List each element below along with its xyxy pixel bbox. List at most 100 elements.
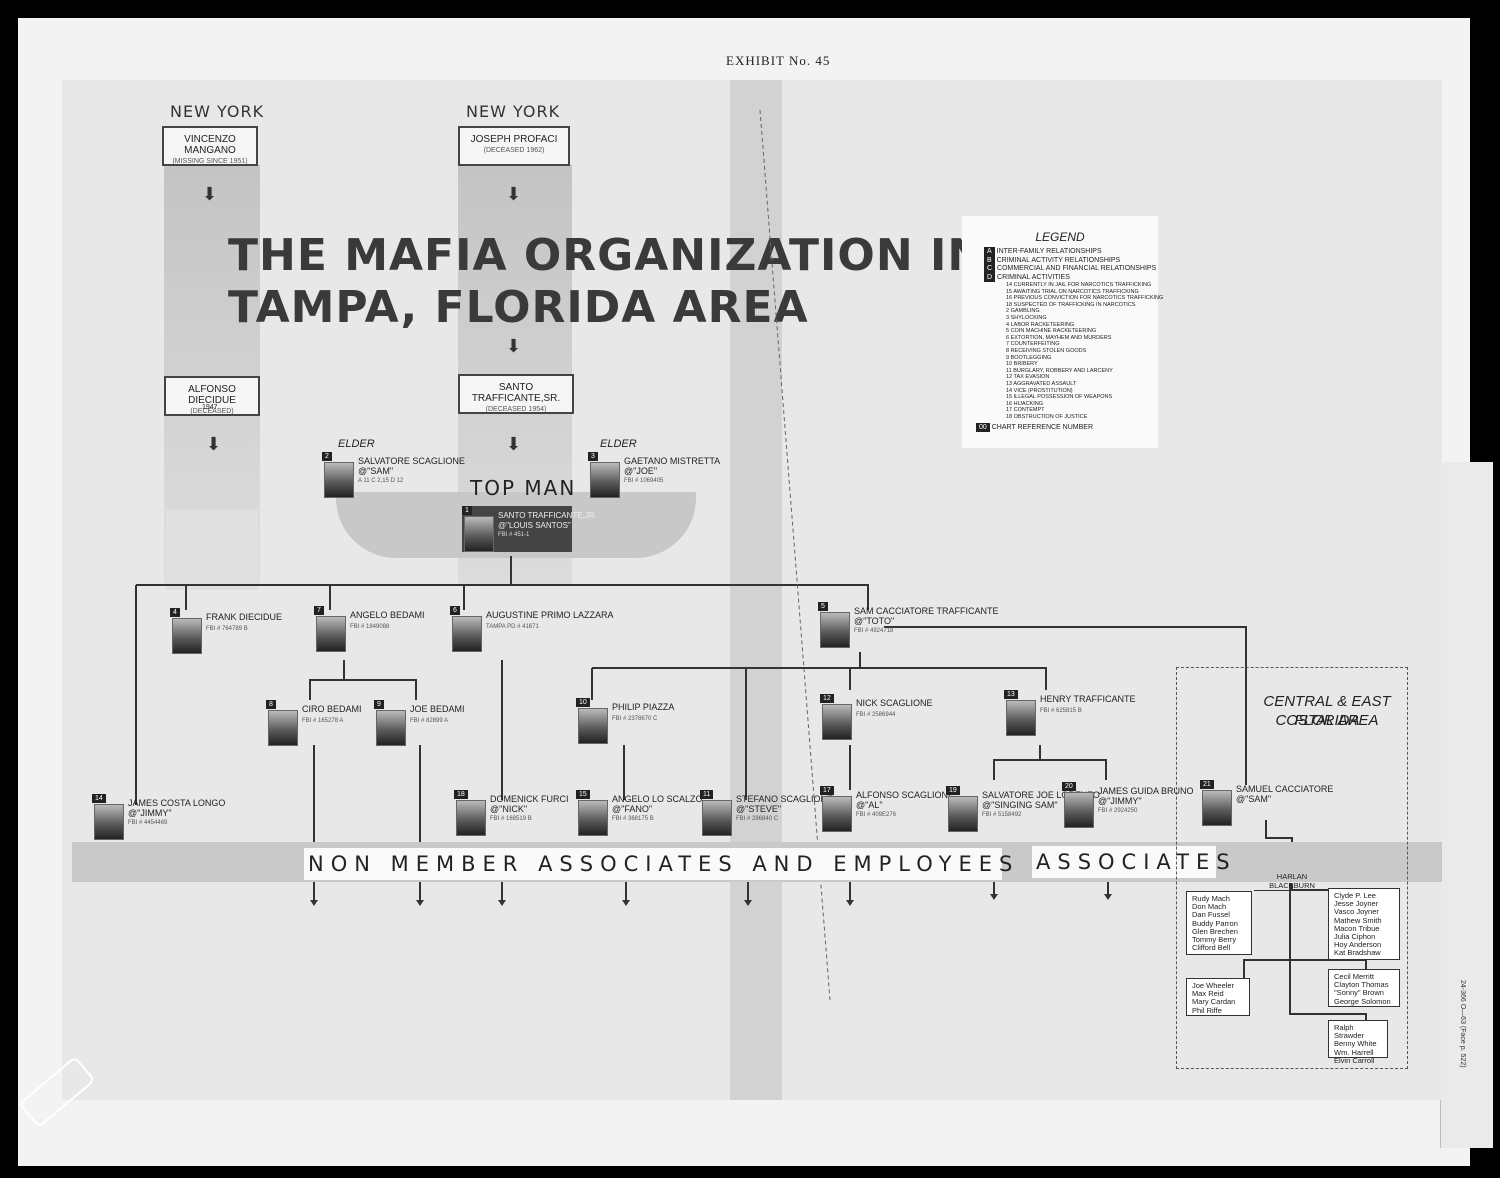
band-label-left: NON MEMBER ASSOCIATES AND EMPLOYEES bbox=[304, 848, 1012, 880]
associate-name: Buddy Parron bbox=[1192, 918, 1238, 928]
fold-flap bbox=[1440, 462, 1493, 1148]
person-name: CIRO BEDAMI bbox=[302, 704, 362, 714]
associate-name: Vasco Joyner bbox=[1334, 907, 1379, 917]
fbi-number: A 11 C 2,15 D 12 bbox=[358, 478, 404, 484]
legend-item: D CRIMINAL ACTIVITIES bbox=[984, 272, 1158, 283]
mugshot-photo bbox=[376, 710, 406, 746]
legend: LEGEND A INTER-FAMILY RELATIONSHIPS B CR… bbox=[962, 216, 1164, 448]
fbi-number: FBI # 625815 B bbox=[1040, 708, 1082, 714]
legend-ref-marker: 00 bbox=[976, 423, 990, 433]
legend-item: B CRIMINAL ACTIVITY RELATIONSHIPS bbox=[984, 255, 1158, 266]
legend-activity: 9 BOOTLEGGING bbox=[1006, 354, 1052, 361]
page-side-note: 24-366 O—63 (Face p. 522) bbox=[1459, 980, 1466, 1068]
legend-activity: 12 TAX EVASION bbox=[1006, 374, 1050, 381]
column-right-strip bbox=[730, 80, 782, 1100]
exhibit-label: EXHIBIT No. 45 bbox=[726, 53, 831, 68]
person-alias: @"AL" bbox=[856, 800, 883, 810]
chart-title-line1: THE MAFIA ORGANIZATION IN THE bbox=[228, 230, 1102, 281]
legend-activity: 14 VICE (PROSTITUTION) bbox=[1006, 387, 1073, 394]
associate-name: Mary Cardan bbox=[1192, 997, 1236, 1007]
associate-name: Julia Ciphon bbox=[1334, 932, 1376, 942]
person-name: ANGELO BEDAMI bbox=[350, 610, 425, 620]
legend-marker: C bbox=[984, 264, 996, 273]
arrow-down-icon: ⬇ bbox=[202, 184, 218, 204]
chart-ref-number: 20 bbox=[1062, 782, 1076, 791]
person-name: NICK SCAGLIONE bbox=[856, 698, 933, 708]
associate-name: Mathew Smith bbox=[1334, 915, 1382, 925]
chart-ref-number: 12 bbox=[820, 694, 834, 703]
fbi-number: FBI # 764789 B bbox=[206, 626, 248, 632]
legend-item: A INTER-FAMILY RELATIONSHIPS bbox=[984, 247, 1158, 257]
mugshot-photo bbox=[452, 616, 482, 652]
fbi-number: FBI # 165278 A bbox=[302, 718, 344, 724]
associate-name: Joe Wheeler bbox=[1192, 981, 1235, 990]
fbi-number: FBI # 409E276 bbox=[856, 812, 897, 818]
person-name: ALFONSO SCAGLIONE bbox=[856, 790, 955, 800]
associate-name: Macon Tribue bbox=[1334, 923, 1380, 933]
mugshot-photo bbox=[324, 462, 354, 498]
legend-ref: 00 CHART REFERENCE NUMBER bbox=[976, 423, 1158, 433]
arrow-down-icon: ⬇ bbox=[506, 184, 522, 204]
associate-name: Clyde P. Lee bbox=[1334, 891, 1376, 900]
fbi-number: FBI # 2378670 C bbox=[612, 716, 658, 722]
trafficante-sr-box: SANTO TRAFFICANTE,SR. (DECEASED 1954) bbox=[458, 374, 574, 414]
associate-name: "Sonny" Brown bbox=[1334, 988, 1384, 998]
chart-ref-number: 3 bbox=[588, 452, 598, 461]
person-name: AUGUSTINE PRIMO LAZZARA bbox=[486, 610, 614, 620]
person-alias: @"SAM" bbox=[1236, 794, 1272, 804]
diecidue-box: ALFONSO DIECIDUE (DECEASED) bbox=[164, 376, 260, 416]
chart-ref-number: 2 bbox=[322, 452, 332, 461]
mugshot-photo bbox=[316, 616, 346, 652]
trafficante-sr-name: SANTO TRAFFICANTE,SR. bbox=[471, 382, 561, 404]
legend-activity: 7 COUNTERFEITING bbox=[1006, 341, 1060, 348]
trafficante-sr-note: (DECEASED 1954) bbox=[485, 406, 547, 413]
associate-name: Rudy Mach bbox=[1192, 894, 1230, 903]
mugshot-photo bbox=[822, 796, 852, 832]
harlan-blackburn: HARLAN BLACKBURN bbox=[1254, 872, 1330, 891]
legend-activity: 4 LABOR RACKETEERING bbox=[1006, 321, 1075, 328]
legend-activity: 10 BRIBERY bbox=[1006, 361, 1038, 368]
legend-title: LEGEND bbox=[1035, 230, 1085, 244]
chart-ref-number: 14 bbox=[92, 794, 106, 803]
person-name: SALVATORE SCAGLIONE bbox=[358, 456, 465, 466]
arrow-down-icon: ⬇ bbox=[506, 336, 522, 356]
chart-ref-number: 15 bbox=[576, 790, 590, 799]
legend-activity: 2 GAMBLING bbox=[1006, 308, 1040, 315]
associate-name: Glen Brechen bbox=[1192, 926, 1238, 936]
person-alias: @"SINGING SAM" bbox=[982, 800, 1058, 810]
chart-ref-number: 11 bbox=[700, 790, 714, 799]
fbi-number: FBI # 2924250 bbox=[1098, 808, 1138, 814]
associate-name: Jesse Joyner bbox=[1334, 899, 1379, 909]
chart-ref-number: 10 bbox=[576, 698, 590, 707]
person-name: SANTO TRAFFICANTE,JR. bbox=[498, 511, 597, 520]
person-name: SAM CACCIATORE TRAFFICANTE bbox=[854, 606, 999, 616]
associate-name: Clifford Bell bbox=[1192, 943, 1231, 953]
chart-ref-number: 18 bbox=[454, 790, 468, 799]
associate-name: Dan Fussel bbox=[1192, 910, 1230, 920]
legend-activity: 16 PREVIOUS CONVICTION FOR NARCOTICS TRA… bbox=[1006, 295, 1164, 302]
profaci-note: (DECEASED 1962) bbox=[483, 147, 545, 154]
profaci-name: JOSEPH PROFACI bbox=[470, 134, 558, 145]
associate-name: Kat Bradshaw bbox=[1334, 948, 1381, 958]
associate-name: Phil Riffe bbox=[1192, 1005, 1222, 1015]
mugshot-photo bbox=[1006, 700, 1036, 736]
chart-ref-number: 5 bbox=[818, 602, 828, 611]
person-name: GAETANO MISTRETTA bbox=[624, 456, 721, 466]
fbi-number: FBI # 286840 C bbox=[736, 816, 779, 822]
mugshot-photo bbox=[590, 462, 620, 498]
person-name: ANGELO LO SCALZO bbox=[612, 794, 703, 804]
mugshot-photo bbox=[268, 710, 298, 746]
legend-activity: 15 ILLEGAL POSSESSION OF WEAPONS bbox=[1006, 394, 1113, 401]
mugshot-photo bbox=[1064, 792, 1094, 828]
fbi-number: FBI # 5158492 bbox=[982, 812, 1022, 818]
fbi-number: FBI # 1849088 bbox=[350, 624, 390, 630]
chart-ref-number: 17 bbox=[820, 786, 834, 795]
person-alias: @"JIMMY" bbox=[1098, 796, 1142, 806]
band-label-right: ASSOCIATES bbox=[1032, 846, 1230, 878]
associate-name: George Solomon bbox=[1334, 996, 1391, 1006]
person-name: JAMES GUIDA BRUNO bbox=[1098, 786, 1194, 796]
associate-name: Elvin Carroll bbox=[1334, 1055, 1375, 1065]
